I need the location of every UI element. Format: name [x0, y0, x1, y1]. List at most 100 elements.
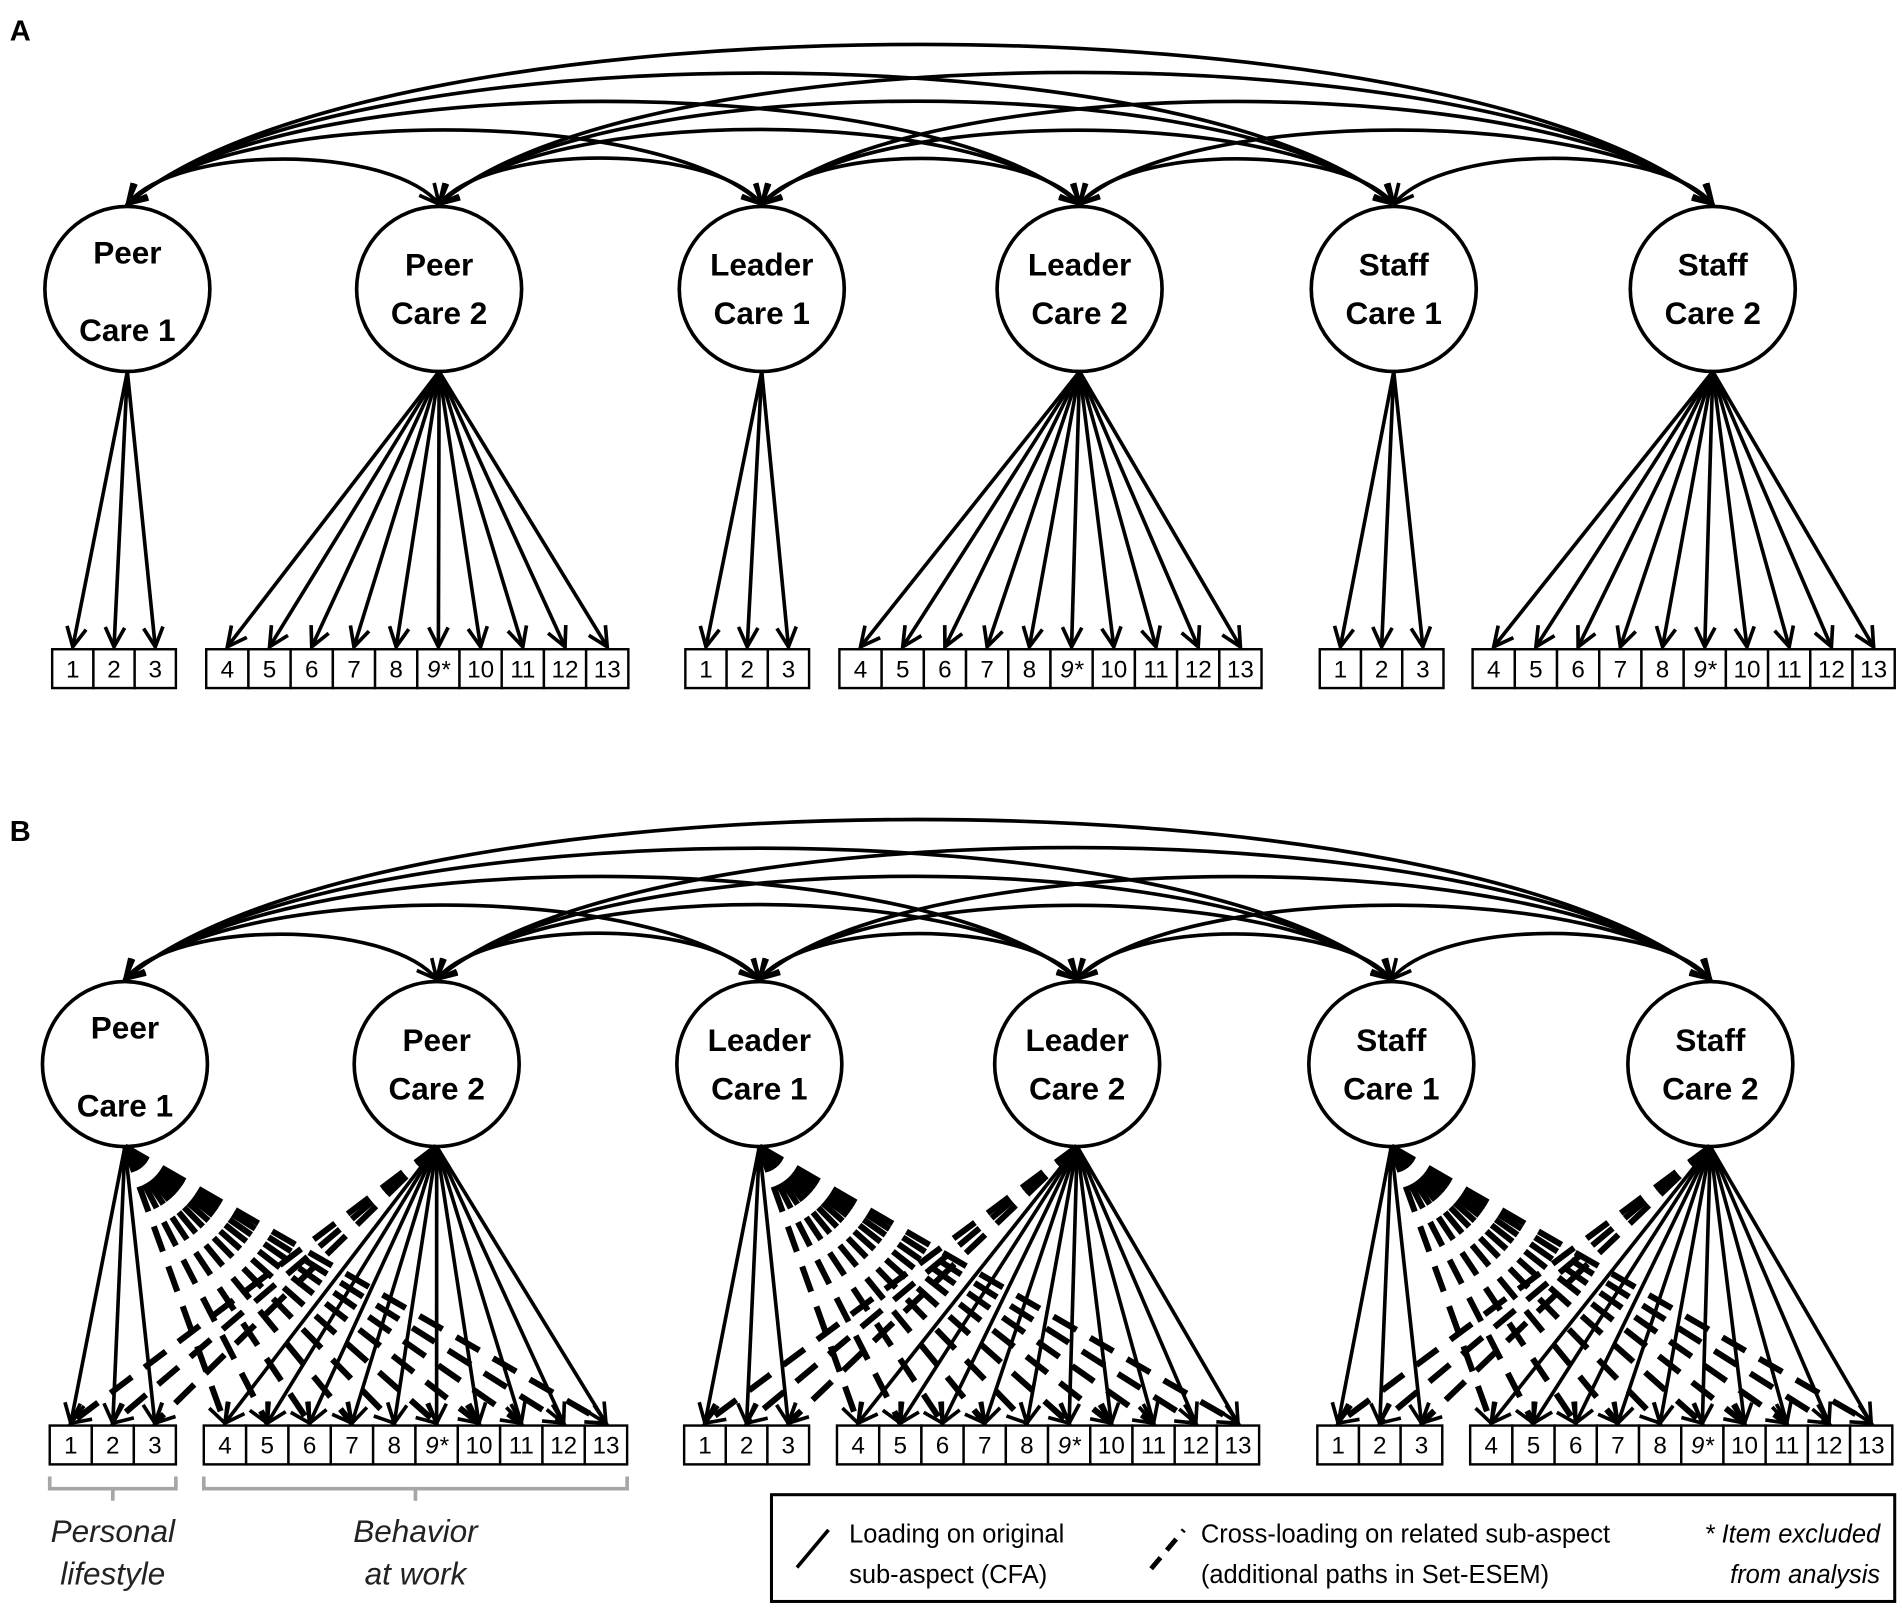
cross-loading-arrow [785, 1144, 1080, 1426]
indicator-label: 3 [149, 656, 163, 683]
factor-label: Care 1 [77, 1087, 173, 1123]
covariance-arc [433, 845, 1714, 982]
legend-cross-loading-text: (additional paths in Set-ESEM) [1201, 1561, 1549, 1589]
indicator-box [880, 648, 926, 690]
indicator-label: 5 [896, 656, 910, 683]
cross-loading-arrow [122, 1144, 313, 1427]
covariance-arc [1391, 156, 1716, 208]
latent-factor-circle [995, 204, 1164, 374]
indicator-label: 13 [594, 656, 621, 683]
loading-arrow [1691, 1146, 1715, 1428]
loading-arrow [1491, 370, 1715, 650]
covariance-arc [121, 874, 1081, 982]
indicator-label: 9* [425, 1433, 449, 1460]
loading-arrow [437, 370, 568, 651]
indicator-label: 11 [1141, 1433, 1166, 1460]
legend-loading-text: Loading on original [849, 1521, 1064, 1549]
indicator-box [1722, 1424, 1767, 1466]
indicator-label: 2 [740, 656, 754, 683]
indicator-label: 3 [782, 656, 796, 683]
cross-loading-arrow [1388, 1144, 1621, 1427]
cross-loading-arrow [1388, 1144, 1579, 1427]
indicator-box [1766, 648, 1812, 690]
loading-arrow [940, 1145, 1079, 1427]
loading-arrow [103, 371, 130, 651]
cross-loading-arrow [151, 1144, 439, 1426]
latent-factor-circle [677, 204, 847, 374]
cross-loading-arrow [1389, 1143, 1875, 1426]
loading-arrow [125, 371, 165, 651]
cross-loading-arrow [123, 1144, 483, 1426]
indicator-box [1131, 1424, 1176, 1466]
indicator-label: 11 [1143, 656, 1168, 683]
item-group-bracket [201, 1476, 629, 1501]
loading-arrow [1075, 1145, 1199, 1427]
indicator-label: 9* [1691, 1433, 1715, 1460]
loading-arrow [1711, 370, 1796, 651]
loading-arrow [855, 1145, 1079, 1427]
item-group-bracket [47, 1476, 178, 1501]
covariance-arc [756, 903, 1395, 983]
covariance-arc [758, 128, 1397, 207]
loading-arrow [435, 1145, 567, 1427]
loading-arrow [1652, 1146, 1713, 1428]
indicator-box [1555, 648, 1601, 690]
loading-arrow [1391, 371, 1433, 651]
indicator-label: 4 [218, 1433, 232, 1460]
indicator-box [50, 648, 95, 690]
covariance-arc [433, 902, 1081, 983]
loading-arrow [1371, 371, 1396, 651]
indicator-label: 10 [1098, 1433, 1125, 1460]
loading-arrow [1075, 1146, 1121, 1428]
factor-label: Care 2 [391, 295, 487, 331]
indicator-box [1091, 648, 1137, 690]
cross-loading-arrow [1376, 1144, 1713, 1426]
loading-arrow [1711, 370, 1876, 651]
loading-arrow [427, 371, 450, 651]
factor-label: Peer [405, 247, 473, 283]
loading-arrow [1613, 1145, 1713, 1427]
cross-loading-arrow [1418, 1144, 1713, 1426]
cross-loading-arrow [122, 1144, 355, 1427]
indicator-label: 12 [1185, 656, 1212, 683]
loading-arrow [1615, 370, 1715, 651]
latent-factor-circle [352, 979, 521, 1149]
factor-label: Care 1 [1343, 1070, 1439, 1106]
indicator-box [682, 1424, 727, 1466]
legend-loading-text: sub-aspect (CFA) [849, 1561, 1047, 1589]
indicator-label: 2 [740, 1433, 754, 1460]
indicator-box [838, 648, 883, 690]
loading-arrow [265, 1145, 439, 1427]
loading-arrow [437, 370, 529, 651]
indicator-box [1004, 1424, 1050, 1466]
factor-label: Care 2 [388, 1070, 484, 1106]
loading-arrow [437, 370, 610, 651]
indicator-box [1640, 648, 1685, 690]
indicator-box [414, 1424, 460, 1466]
cross-loading-arrow [1334, 1144, 1713, 1426]
loading-arrow [267, 370, 441, 651]
covariance-arc [122, 932, 440, 983]
indicator-label: 13 [1858, 1433, 1885, 1460]
cross-loading-arrow [122, 1144, 440, 1426]
indicator-label: 13 [1860, 656, 1887, 683]
cross-loading-arrow [756, 1145, 903, 1427]
loading-arrow [979, 1145, 1079, 1427]
loading-arrow [1711, 370, 1835, 651]
indicator-label: 8 [1653, 1433, 1667, 1460]
covariance-arc [756, 931, 1080, 983]
indicator-label: 8 [389, 656, 403, 683]
indicator-box [371, 1424, 417, 1466]
indicator-label: 9* [1693, 656, 1717, 683]
indicator-label: 1 [698, 1433, 712, 1460]
indicator-box [1089, 1424, 1134, 1466]
cross-loading-arrow [1389, 1144, 1748, 1426]
covariance-arc [124, 157, 442, 208]
loading-arrow [1332, 371, 1396, 651]
factor-label: Staff [1678, 247, 1749, 283]
loading-arrow [942, 370, 1082, 651]
cross-loading-arrow [122, 1145, 270, 1427]
loading-arrow [307, 1145, 439, 1427]
